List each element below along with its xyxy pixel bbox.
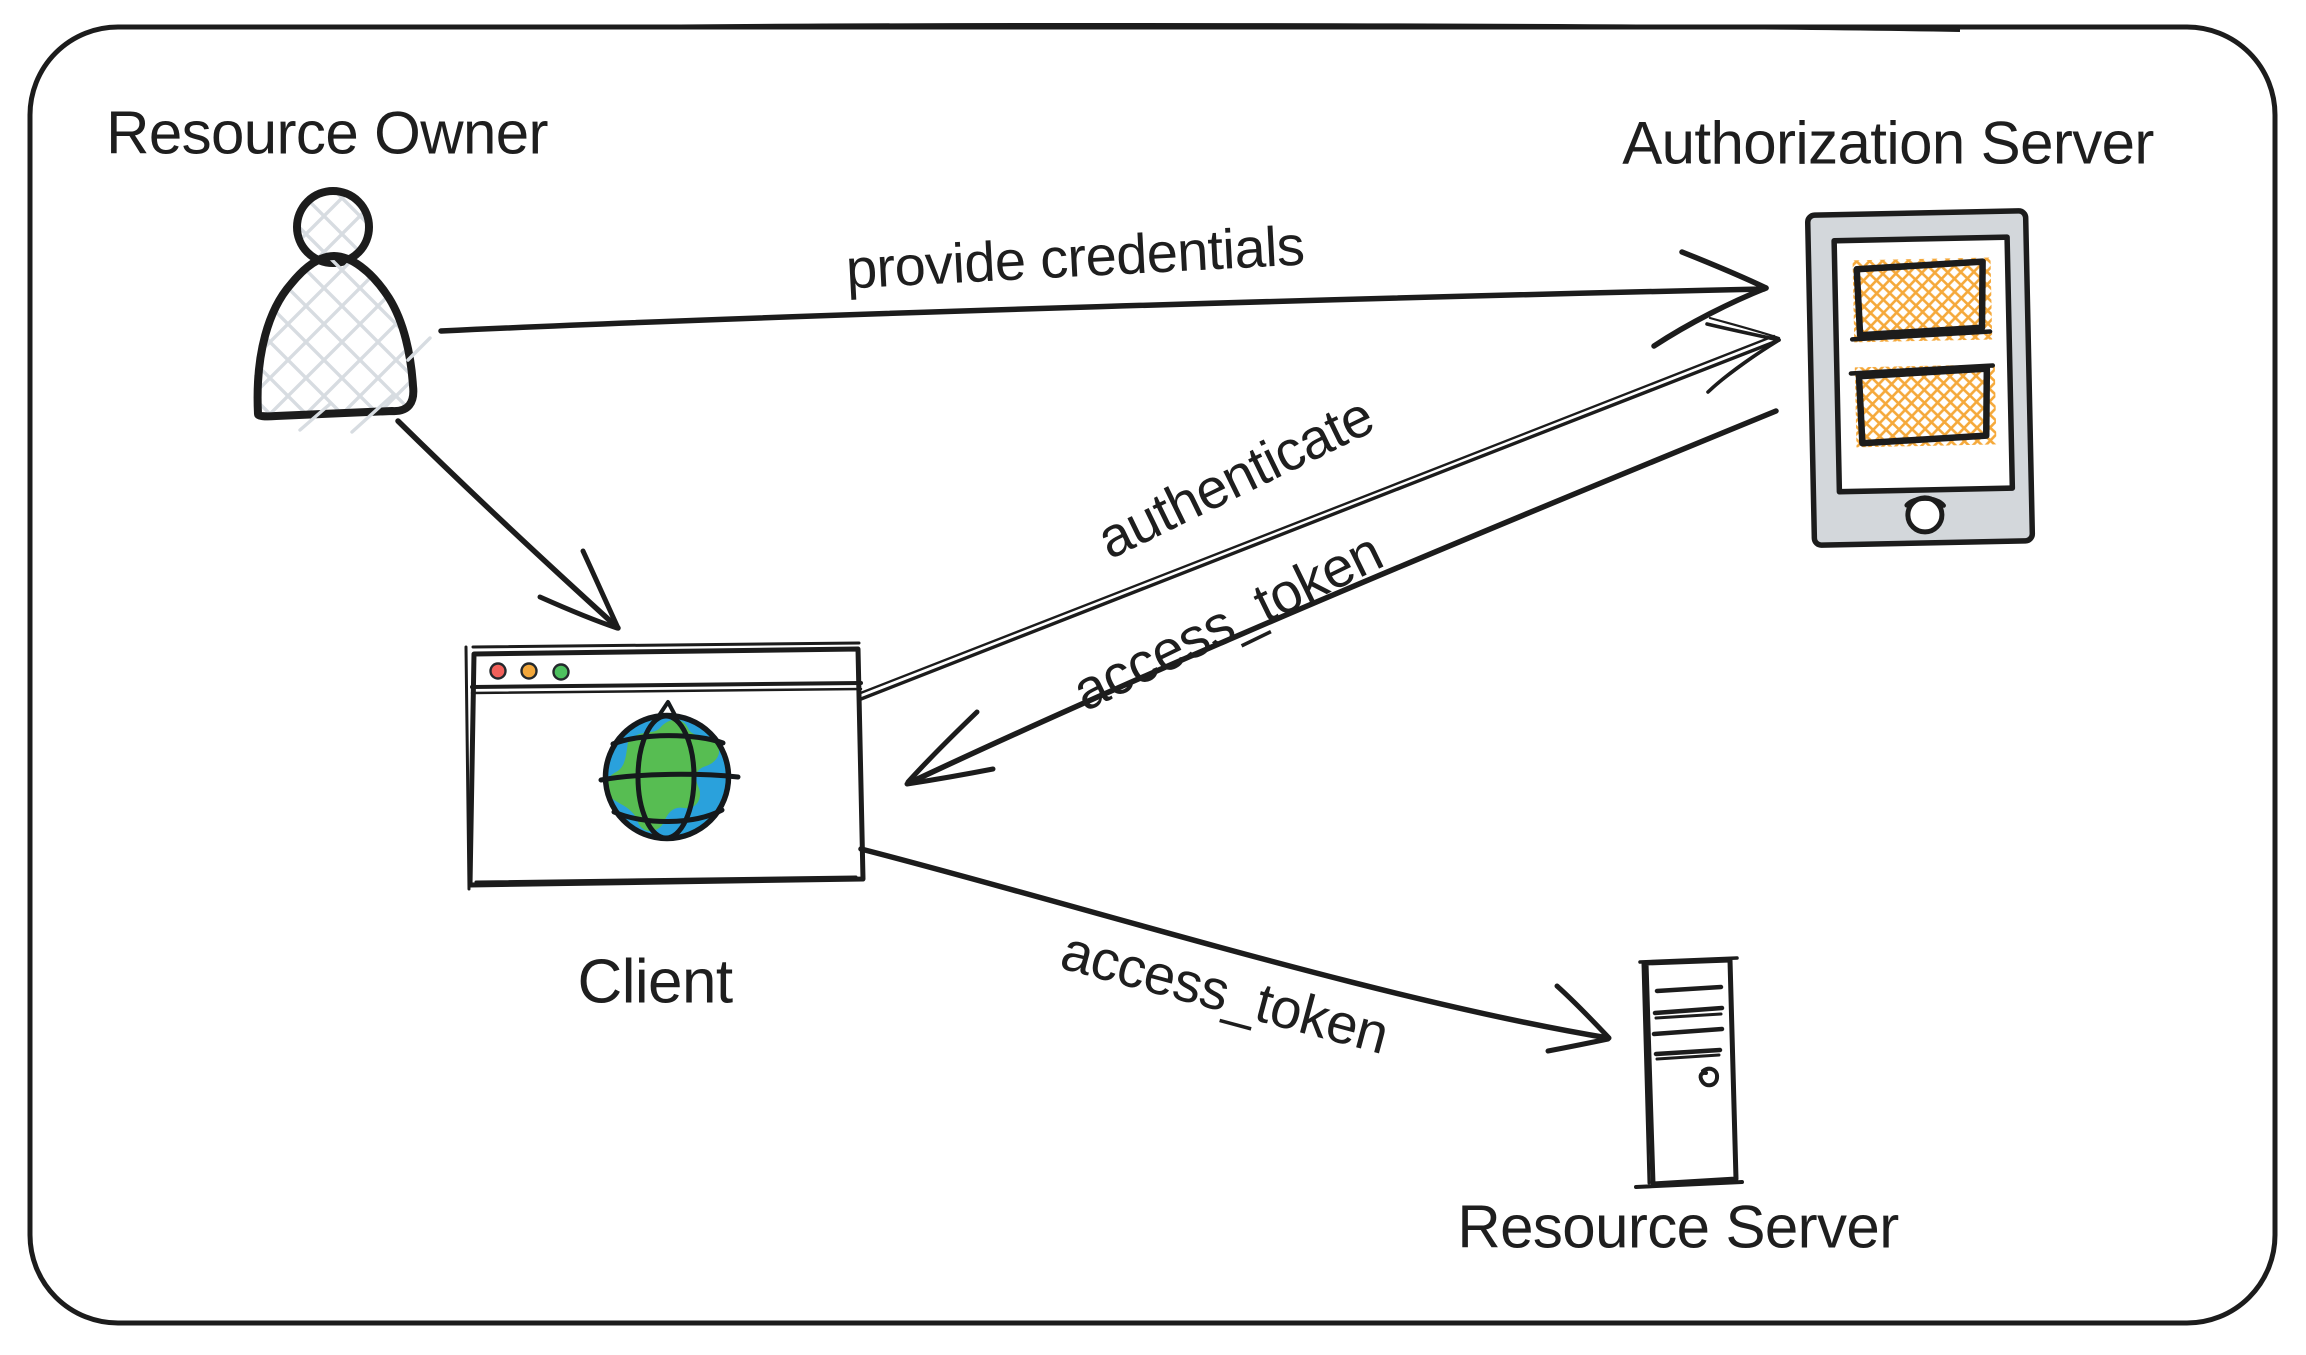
arrow-owner-to-client xyxy=(395,418,621,631)
browser-window-icon xyxy=(464,641,866,891)
arrow-authenticate xyxy=(856,316,1781,701)
resource-server-label: Resource Server xyxy=(1457,1193,1899,1261)
arrow-access-token-to-resource-server xyxy=(858,846,1612,1054)
login-field-bottom xyxy=(1854,364,1997,448)
login-field-top xyxy=(1852,257,1993,343)
authorization-server-label: Authorization Server xyxy=(1622,109,2154,177)
person-icon xyxy=(253,187,432,434)
arrow-provide-credentials xyxy=(438,249,1769,349)
traffic-light-icons xyxy=(489,662,570,681)
client-label: Client xyxy=(577,947,734,1017)
power-button-icon xyxy=(1698,1066,1720,1088)
resource-owner-label: Resource Owner xyxy=(106,99,548,167)
arrow-access-token-to-client xyxy=(904,408,1779,787)
globe-icon xyxy=(598,700,741,842)
tablet-login-icon xyxy=(1804,208,2036,548)
server-tower-icon xyxy=(1634,956,1744,1189)
